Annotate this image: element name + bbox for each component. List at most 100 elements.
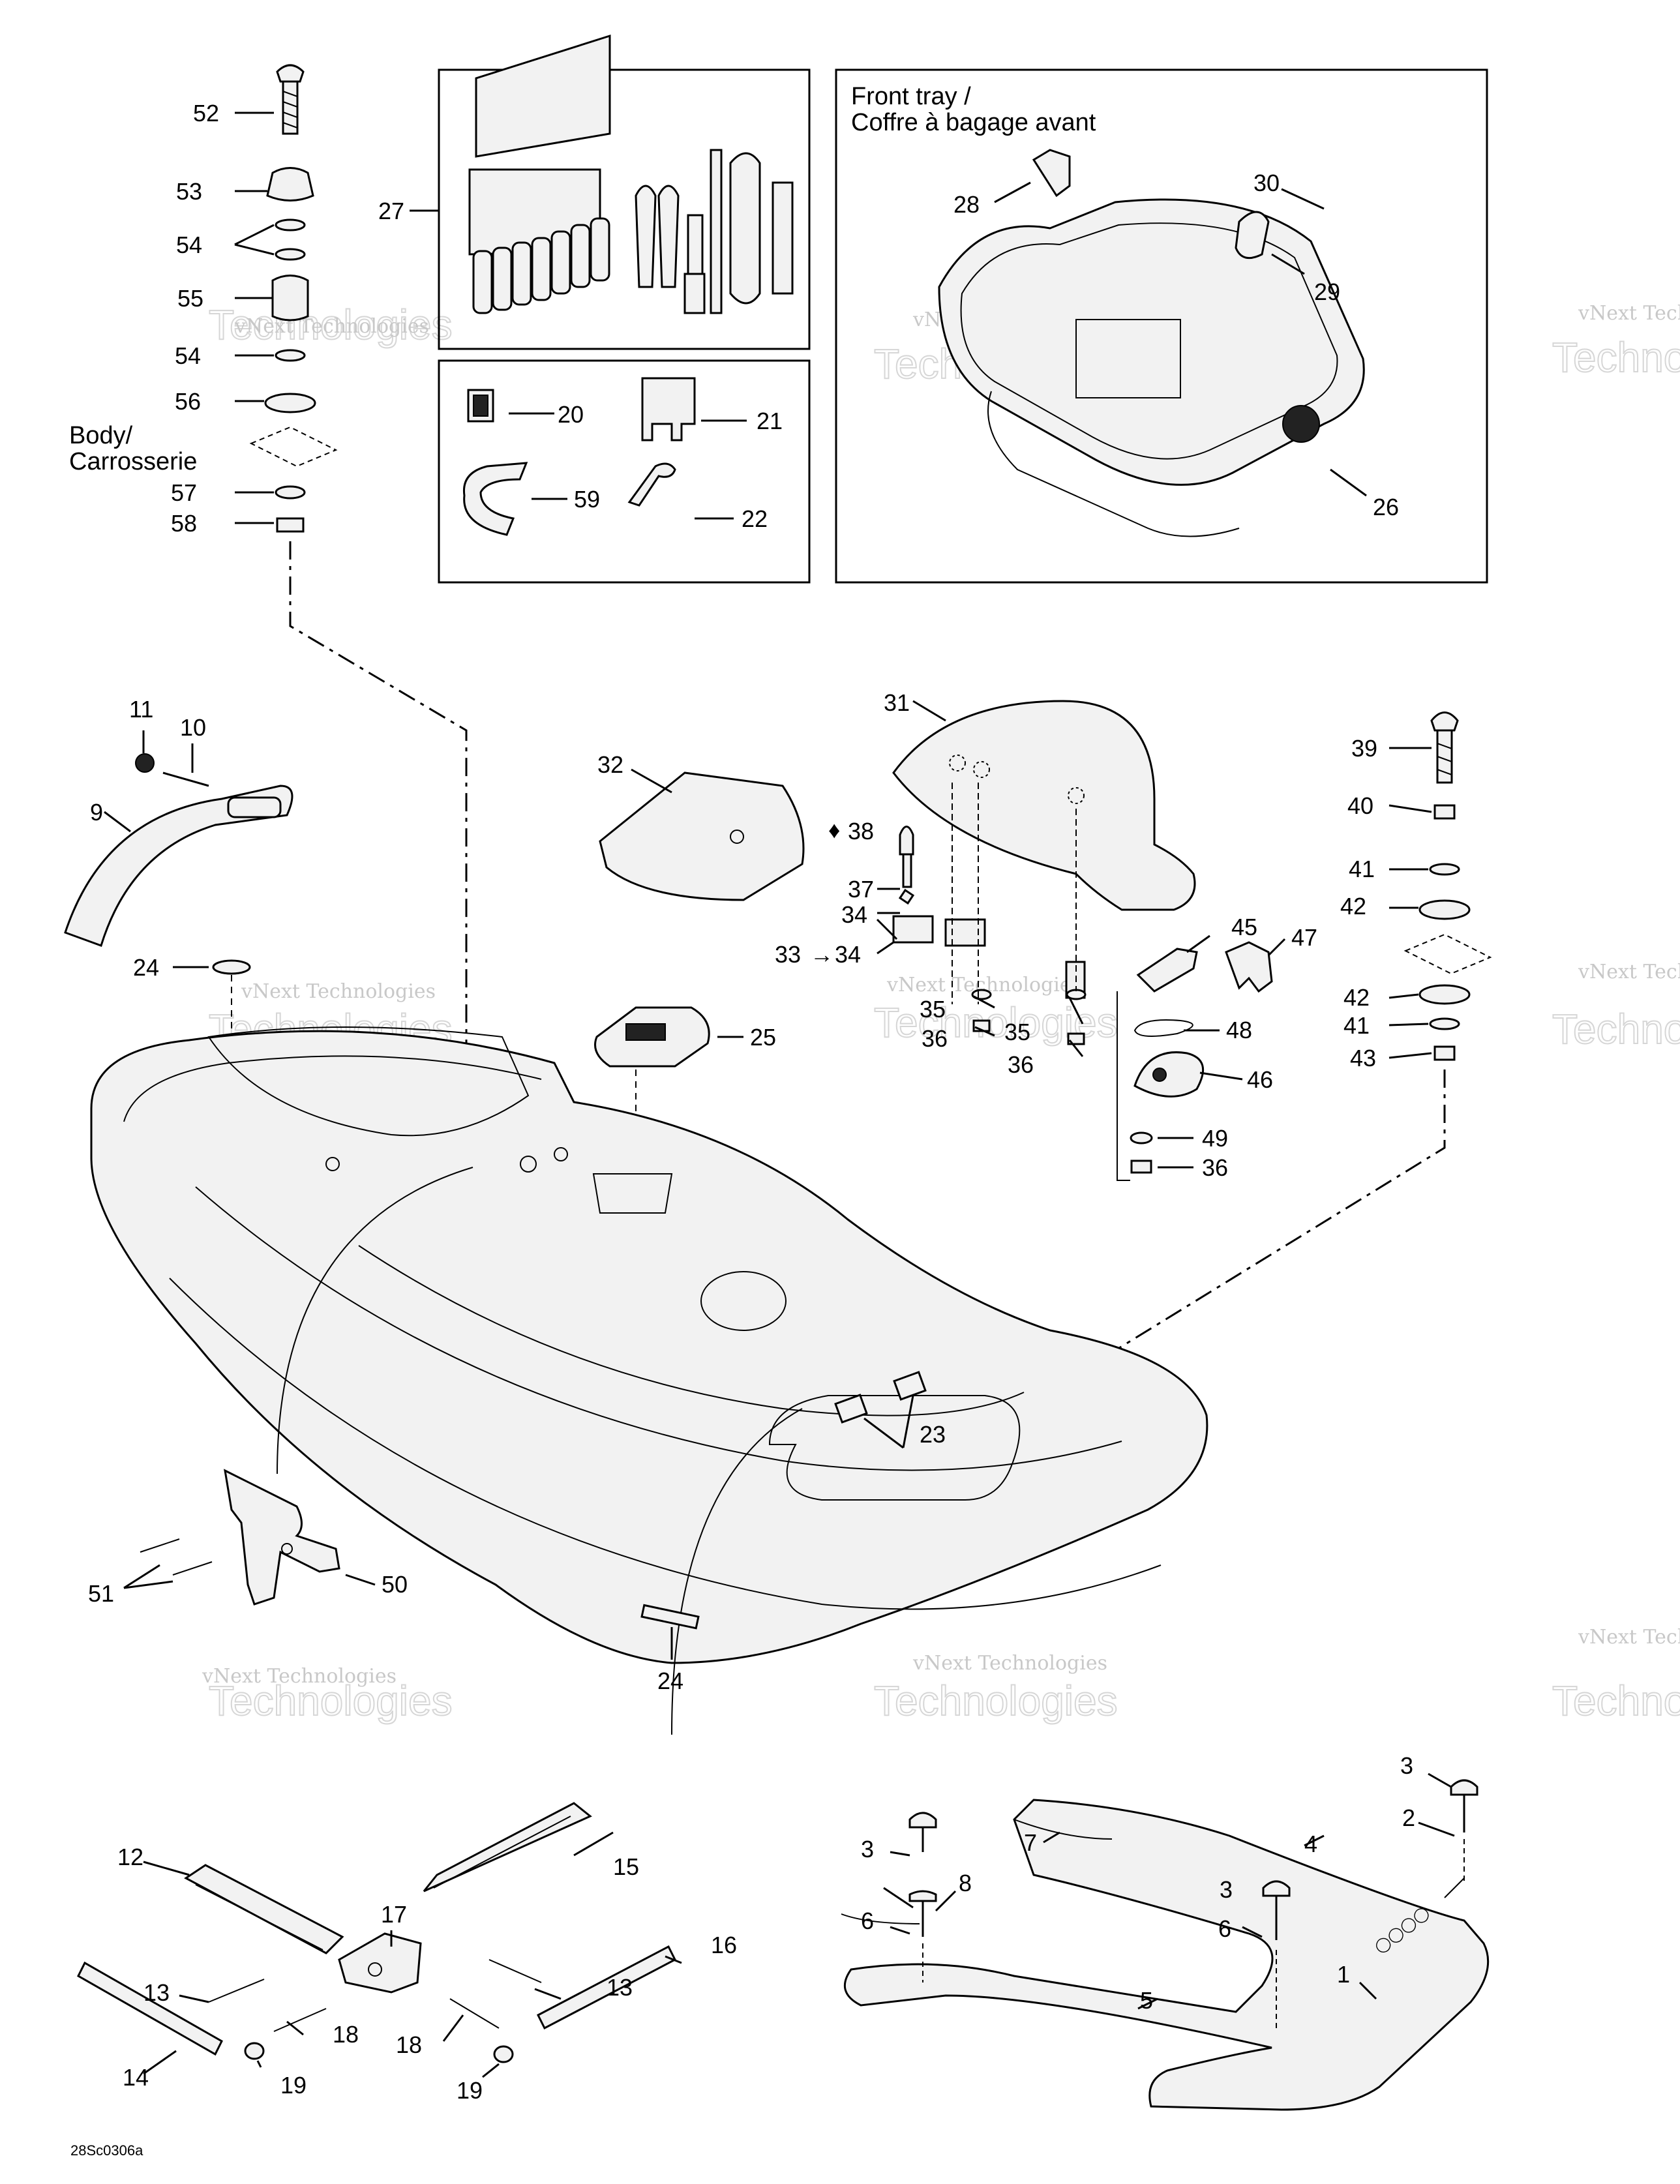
footrest-mat: ◯◯◯◯	[841, 1799, 1490, 2111]
seat-latch	[1117, 941, 1273, 1181]
bracket	[140, 1469, 340, 1606]
callout-41: 41	[1343, 1012, 1370, 1039]
diagram-code: 28Sc0306a	[70, 2142, 143, 2159]
seat	[892, 700, 1196, 911]
callout-47: 47	[1291, 924, 1317, 951]
svg-text:vNext Technologies: vNext Technologies	[1578, 1626, 1680, 1649]
callout-53: 53	[176, 178, 202, 205]
fasteners-box	[438, 359, 811, 584]
callout-54: 54	[175, 342, 201, 369]
svg-text:vNext Technologies: vNext Technologies	[1578, 302, 1680, 325]
callout-26: 26	[1373, 494, 1399, 520]
grommet-24	[212, 959, 251, 975]
callout-55: 55	[177, 285, 203, 312]
callout-9: 9	[90, 799, 103, 826]
callout-24: 24	[657, 1668, 683, 1694]
storage-cover	[599, 771, 805, 901]
callout-34: 34	[835, 941, 861, 968]
callout-1: 1	[1337, 1961, 1350, 1988]
callout-7: 7	[1024, 1829, 1037, 1856]
callout-28: 28	[953, 191, 980, 218]
tool-kit-box	[438, 68, 811, 350]
callout-4: 4	[1304, 1831, 1317, 1857]
svg-text:Technologies: Technologies	[1552, 334, 1680, 381]
callout-31: 31	[884, 689, 910, 716]
callout-10: 10	[180, 714, 206, 741]
callout-13: 13	[607, 1974, 633, 2001]
callout-5: 5	[1140, 1987, 1153, 2014]
callout-3: 3	[861, 1836, 874, 1862]
svg-text:Technologies: Technologies	[874, 1677, 1118, 1724]
callout-23: 23	[920, 1421, 946, 1448]
callout-24: 24	[133, 954, 159, 981]
callout-39: 39	[1351, 735, 1377, 762]
rivets	[908, 1779, 1478, 2028]
icon-drop: ♦	[828, 816, 840, 843]
svg-text:Technologies: Technologies	[1552, 1006, 1680, 1053]
callout-33: 33	[775, 941, 801, 968]
svg-text:vNext Technologies: vNext Technologies	[234, 315, 429, 338]
callout-57: 57	[171, 479, 197, 506]
svg-text:Technologies: Technologies	[1552, 1677, 1680, 1724]
body-caption-fr: Carrosserie	[69, 448, 197, 475]
callout-16: 16	[711, 1932, 737, 1958]
callout-40: 40	[1347, 792, 1373, 819]
callout-42: 42	[1340, 893, 1366, 920]
body-caption: Body/	[69, 422, 133, 449]
callout-41: 41	[1349, 856, 1375, 882]
callout-6: 6	[1218, 1915, 1231, 1942]
callout-6: 6	[861, 1907, 874, 1934]
callout-36: 36	[1202, 1154, 1228, 1181]
hull-body	[90, 1026, 1208, 1664]
svg-text:Technologies: Technologies	[209, 1677, 453, 1724]
svg-text:vNext Technologies: vNext Technologies	[241, 980, 436, 1003]
callout-38: 38	[848, 818, 874, 845]
callout-34: 34	[841, 901, 867, 928]
mount-stack-left-leaders	[234, 112, 275, 524]
callout-29: 29	[1314, 278, 1340, 305]
callout-46: 46	[1247, 1066, 1273, 1093]
callout-3: 3	[1400, 1752, 1413, 1779]
callout-52: 52	[193, 100, 219, 127]
callout-30: 30	[1253, 170, 1280, 196]
callout-13: 13	[143, 1979, 170, 2006]
svg-text:Technologies: Technologies	[209, 301, 453, 348]
callout-56: 56	[175, 388, 201, 415]
callout-54: 54	[176, 232, 202, 258]
vent-cover	[594, 1006, 710, 1068]
callout-32: 32	[597, 751, 623, 778]
callout-45: 45	[1231, 914, 1257, 940]
callout-22: 22	[742, 505, 768, 532]
callout-58: 58	[171, 510, 197, 537]
tool-kit	[468, 34, 794, 314]
callout-17: 17	[381, 1901, 407, 1928]
mount-leader-line	[289, 541, 468, 1161]
mount-stack-left	[249, 64, 338, 533]
front-tray-caption-fr: Coffre à bagage avant	[851, 109, 1096, 136]
fasteners	[462, 377, 696, 536]
svg-text:vNext Technologies: vNext Technologies	[202, 1665, 397, 1688]
callout-36: 36	[1008, 1051, 1034, 1078]
callout-35: 35	[1004, 1019, 1030, 1045]
callout-49: 49	[1202, 1125, 1228, 1152]
front-tray	[938, 149, 1365, 537]
callout-36: 36	[922, 1025, 948, 1052]
arrow-icon: →	[810, 941, 833, 968]
callout-59: 59	[574, 486, 600, 513]
svg-text:vNext Technologies: vNext Technologies	[912, 1652, 1107, 1675]
callout-12: 12	[117, 1844, 143, 1870]
callout-8: 8	[959, 1870, 972, 1896]
seat-latch-hardware	[892, 783, 1087, 1045]
callout-21: 21	[757, 408, 783, 434]
callout-35: 35	[920, 996, 946, 1023]
callout-11: 11	[129, 696, 153, 723]
callout-3: 3	[1220, 1876, 1233, 1903]
callout-18: 18	[333, 2021, 359, 2048]
mount-stack-right	[1403, 711, 1492, 1061]
callout-19: 19	[457, 2077, 483, 2104]
callout-42: 42	[1343, 984, 1370, 1011]
callout-14: 14	[123, 2064, 149, 2091]
grab-handle	[64, 753, 293, 947]
callout-20: 20	[558, 401, 584, 428]
